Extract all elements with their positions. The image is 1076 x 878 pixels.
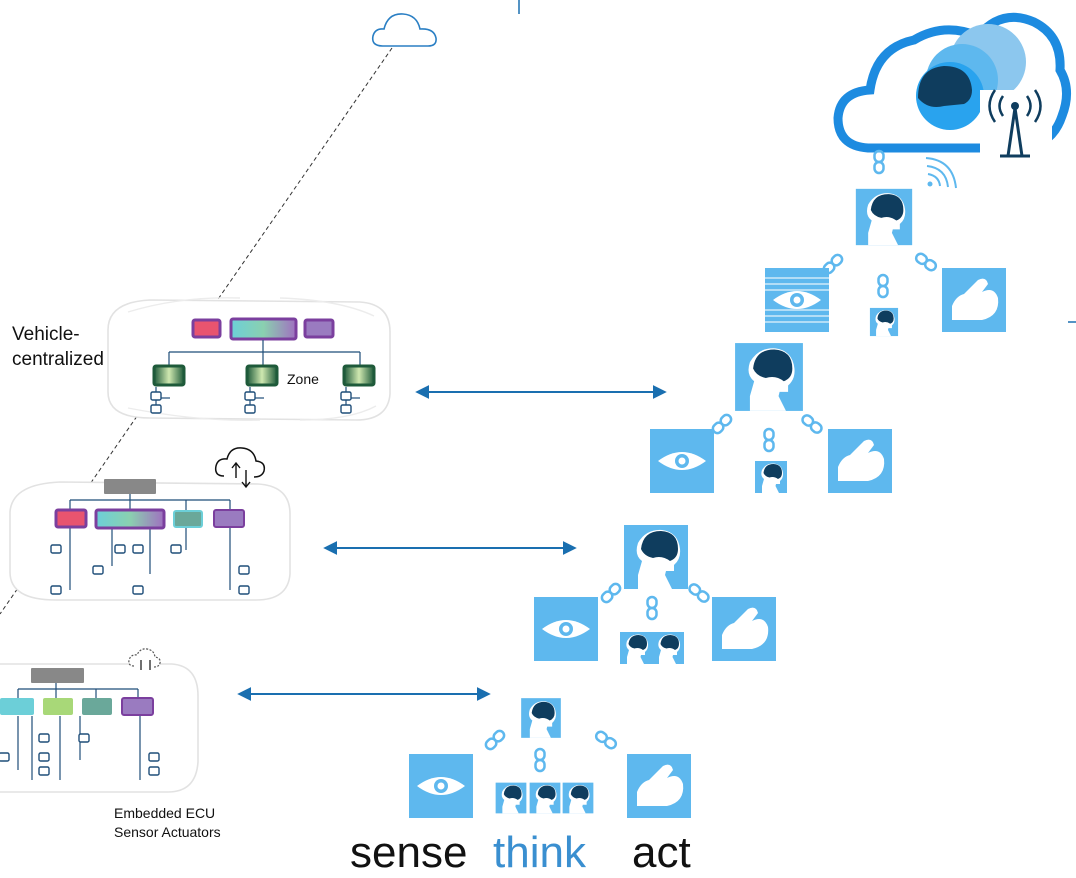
chain-link-icon — [763, 427, 775, 453]
domain-controller-box — [94, 508, 166, 530]
ecu-box — [121, 697, 154, 716]
chain-link-icon — [799, 412, 825, 436]
think-word: think — [493, 828, 586, 877]
domain-car — [9, 447, 291, 601]
brain-head-icon — [624, 525, 688, 589]
central-gateway-box — [31, 668, 84, 683]
chain-link-icon — [646, 595, 658, 621]
cloud-sync-icon — [128, 648, 161, 670]
brain-head-icon — [869, 307, 899, 337]
zone-controller-box — [342, 364, 376, 387]
muscle-arm-icon — [712, 597, 776, 661]
distributed-car — [0, 648, 199, 793]
eye-icon — [765, 268, 829, 332]
ecu-box — [191, 318, 222, 339]
brain-head-icon — [562, 782, 594, 814]
chain-link-icon — [534, 747, 546, 773]
ecu-box — [54, 508, 88, 529]
brain-head-icon — [620, 632, 652, 664]
zone-controller-box — [245, 364, 279, 387]
central-computer-box — [229, 317, 298, 341]
sense-word: sense — [350, 828, 468, 877]
muscle-arm-icon — [627, 754, 691, 818]
eye-icon — [409, 754, 473, 818]
muscle-arm-icon — [942, 268, 1006, 332]
brain-head-icon — [652, 632, 684, 664]
ecu-box — [173, 510, 203, 528]
brain-head-icon — [495, 782, 527, 814]
ecu-box — [303, 318, 335, 339]
cloud-sync-icon — [214, 447, 266, 489]
vehicle-centralized-label: Vehicle- centralized — [12, 324, 104, 370]
wifi-icon — [925, 157, 957, 189]
brain-head-icon — [855, 188, 913, 246]
embedded-ecu-label: Embedded ECU Sensor Actuators — [114, 805, 221, 840]
chain-link-icon — [593, 728, 619, 752]
ecu-box — [0, 698, 34, 715]
act-word: act — [632, 828, 691, 877]
eye-icon — [534, 597, 598, 661]
zone-label: Zone — [287, 371, 319, 387]
brain-head-icon — [529, 782, 561, 814]
chain-link-icon — [873, 149, 885, 175]
ecu-box — [213, 509, 245, 528]
central-gateway-box — [104, 479, 156, 494]
ecu-box — [82, 698, 112, 715]
cloud-outline-icon — [371, 13, 437, 47]
chain-link-icon — [686, 581, 712, 605]
chain-link-icon — [913, 250, 939, 274]
zone-controller-box — [152, 364, 186, 387]
chain-link-icon — [598, 580, 624, 606]
chain-link-icon — [482, 727, 508, 753]
chain-link-icon — [877, 273, 889, 299]
brain-head-icon — [735, 343, 803, 411]
brain-head-icon — [755, 461, 787, 493]
eye-icon — [650, 429, 714, 493]
radio-tower-icon — [980, 89, 1052, 162]
ecu-box — [43, 698, 73, 715]
vehicle-centralized-car — [107, 297, 391, 421]
brain-head-icon — [521, 698, 561, 738]
muscle-arm-icon — [828, 429, 892, 493]
chain-link-icon — [709, 411, 735, 437]
